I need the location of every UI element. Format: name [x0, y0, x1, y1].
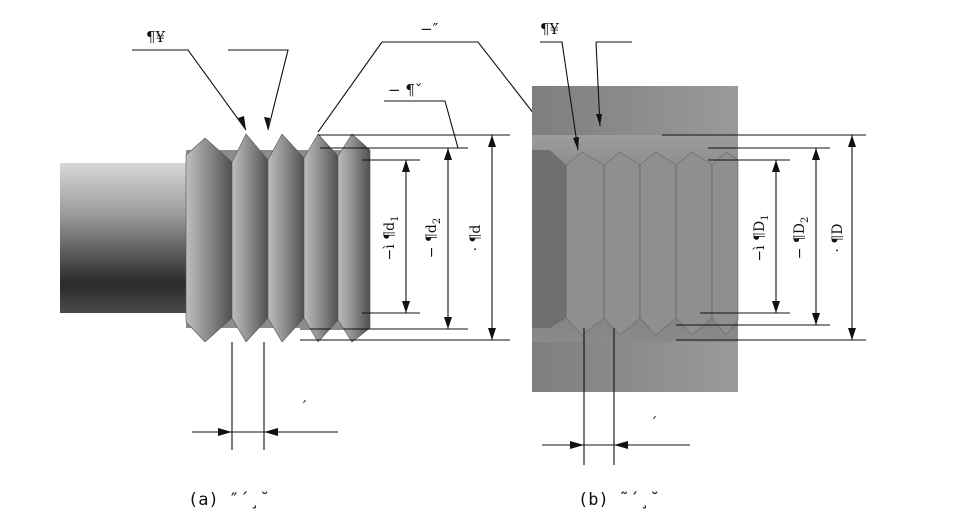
- ext-pitch-prefix: −: [424, 246, 440, 258]
- svg-text:· ¶d: · ¶d: [468, 225, 484, 252]
- ext-profile-label: − ¶ˇ: [388, 81, 422, 99]
- svg-text:· ¶D: · ¶D: [830, 223, 846, 252]
- int-pitch-prefix: −: [792, 248, 808, 260]
- svg-text:− ¶d2: − ¶d2: [424, 218, 443, 258]
- int-minor-diameter-label: −ì ¶D1: [752, 214, 771, 261]
- external-leaders: [132, 41, 549, 149]
- internal-teeth: [532, 150, 739, 336]
- ext-minor-sub: 1: [390, 216, 401, 222]
- external-thread-figure: [60, 133, 371, 343]
- internal-leaders: [540, 41, 632, 151]
- external-ref-lines: [300, 134, 510, 341]
- int-major-diameter-label: · ¶D: [830, 223, 846, 252]
- ext-pitch-symbol: ¶d: [424, 224, 440, 242]
- thread-teeth: [185, 133, 371, 343]
- int-pitch-mark: ´: [650, 414, 658, 432]
- int-pitch-diameter-label: − ¶D2: [792, 217, 811, 260]
- ext-pitch-diameter-label: − ¶d2: [424, 218, 443, 258]
- int-minor-sub: 1: [760, 214, 771, 220]
- svg-text:− ¶D2: − ¶D2: [792, 217, 811, 260]
- ext-minor-symbol: ¶d: [382, 222, 398, 240]
- int-major-prefix: ·: [830, 248, 846, 252]
- svg-text:−ì ¶d1: −ì ¶d1: [382, 216, 401, 261]
- int-tooth-label: ¶¥: [540, 20, 560, 38]
- int-major-symbol: ¶D: [830, 223, 846, 243]
- ext-pitch-line-label: −″: [420, 20, 439, 38]
- svg-text:−ì ¶D1: −ì ¶D1: [752, 214, 771, 261]
- caption-b: (b) ˜´¸˘: [578, 490, 660, 510]
- internal-thread-figure: [532, 86, 739, 392]
- ext-minor-prefix: −ì: [382, 244, 398, 261]
- external-dimension-arrows: [402, 135, 496, 340]
- ext-major-prefix: ·: [468, 247, 484, 251]
- internal-dimension-arrows: [772, 135, 856, 340]
- int-minor-prefix: −ì: [752, 245, 768, 262]
- external-pitch-dimension: [192, 342, 338, 450]
- internal-ref-lines: [662, 134, 866, 341]
- ext-minor-diameter-label: −ì ¶d1: [382, 216, 401, 261]
- ext-tooth-label: ¶¥: [146, 28, 166, 46]
- ext-pitch-mark: ´: [300, 398, 308, 416]
- bolt-shank: [60, 163, 190, 313]
- ext-pitch-sub: 2: [432, 218, 443, 224]
- int-minor-symbol: ¶D: [752, 221, 768, 241]
- ext-major-diameter-label: · ¶d: [468, 225, 484, 252]
- int-pitch-sub: 2: [800, 217, 811, 223]
- int-pitch-symbol: ¶D: [792, 223, 808, 243]
- caption-a: (a) ″´¸˘: [188, 490, 270, 510]
- internal-pitch-dimension: [542, 328, 690, 465]
- ext-major-symbol: ¶d: [468, 225, 484, 243]
